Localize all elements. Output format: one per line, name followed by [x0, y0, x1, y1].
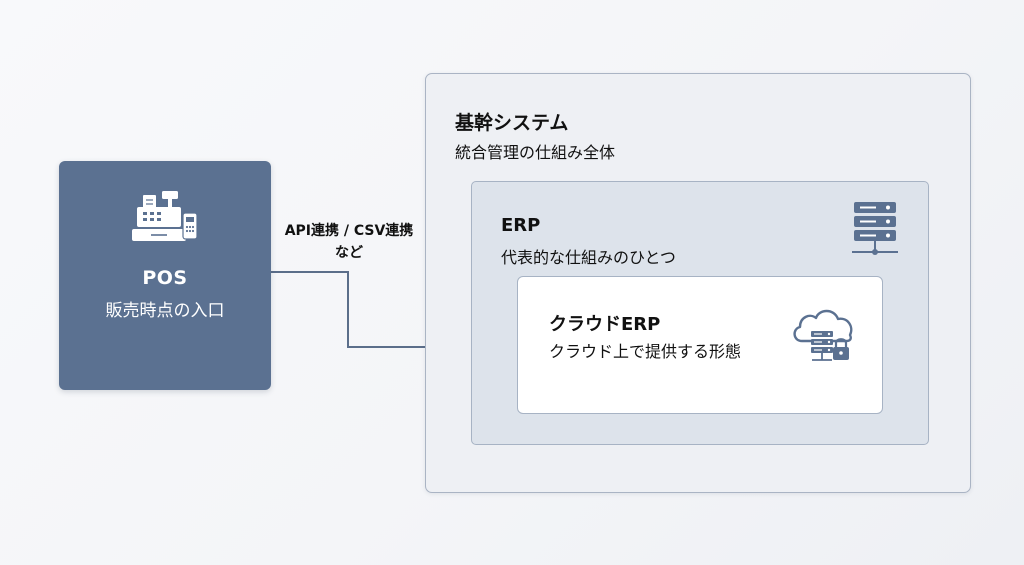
- pos-title: POS: [142, 267, 188, 289]
- cloud-server-lock-icon: [793, 309, 853, 361]
- cloud-erp-subtitle: クラウド上で提供する形態: [549, 342, 742, 361]
- erp-box: ERP 代表的な仕組みのひとつ クラウドERP クラウド上で提供する形態: [471, 181, 929, 445]
- erp-subtitle: 代表的な仕組みのひとつ: [501, 248, 676, 267]
- connection-label-line1: API連携 / CSV連携: [284, 223, 414, 239]
- cloud-erp-title: クラウドERP: [549, 314, 661, 335]
- core-system-box: 基幹システム 統合管理の仕組み全体 ERP 代表的な仕組みのひとつ クラウドER…: [425, 73, 971, 493]
- cash-register-icon: [132, 191, 198, 241]
- core-system-title: 基幹システム: [455, 112, 569, 134]
- cloud-erp-box: クラウドERP クラウド上で提供する形態: [517, 276, 883, 414]
- server-rack-icon: [852, 202, 898, 255]
- core-system-subtitle: 統合管理の仕組み全体: [455, 143, 616, 162]
- pos-subtitle: 販売時点の入口: [105, 301, 225, 321]
- pos-box: POS 販売時点の入口: [59, 161, 271, 390]
- connection-label: API連携 / CSV連携 など: [274, 220, 424, 264]
- connection-label-line2: など: [335, 245, 363, 261]
- erp-title: ERP: [501, 215, 541, 236]
